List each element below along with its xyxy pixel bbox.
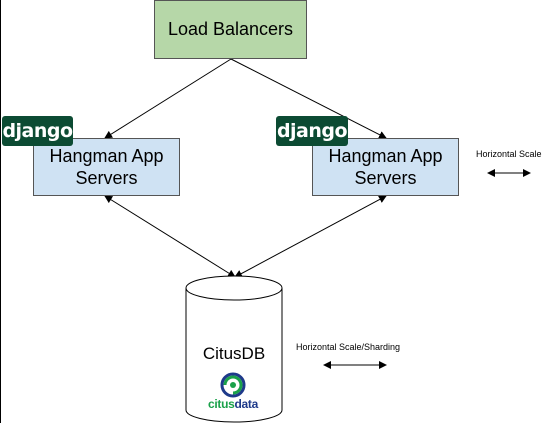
- app-server-left-box: Hangman App Servers: [33, 138, 180, 196]
- load-balancers-box: Load Balancers: [154, 0, 307, 59]
- citusdata-wordmark: citusdata: [194, 397, 272, 411]
- database-label: CitusDB: [202, 344, 266, 363]
- django-logo-left: django: [2, 116, 73, 146]
- load-balancers-label: Load Balancers: [167, 19, 294, 39]
- citusdata-swirl-icon: [220, 372, 246, 398]
- citus-word-part2: data: [234, 397, 259, 411]
- app-server-right-label: Hangman App Servers: [328, 146, 443, 188]
- arrow-lb-to-app-right: [230, 58, 387, 139]
- arrow-app-right-db: [234, 195, 387, 278]
- database-cylinder: [185, 275, 283, 423]
- arrow-lb-to-app-left: [104, 58, 232, 139]
- citus-word-part1: citus: [208, 397, 235, 411]
- sharding-note: Horizontal Scale/Sharding: [296, 342, 401, 352]
- horizontal-scale-note: Horizontal Scale: [476, 149, 542, 159]
- arrow-app-left-db: [104, 195, 236, 278]
- django-logo-left-text: django: [2, 120, 73, 142]
- citusdata-logo: citusdata: [194, 372, 272, 416]
- django-logo-right-text: django: [276, 120, 348, 142]
- app-server-left-label: Hangman App Servers: [49, 146, 164, 188]
- django-logo-right: django: [276, 116, 348, 146]
- app-server-right-box: Hangman App Servers: [312, 138, 459, 196]
